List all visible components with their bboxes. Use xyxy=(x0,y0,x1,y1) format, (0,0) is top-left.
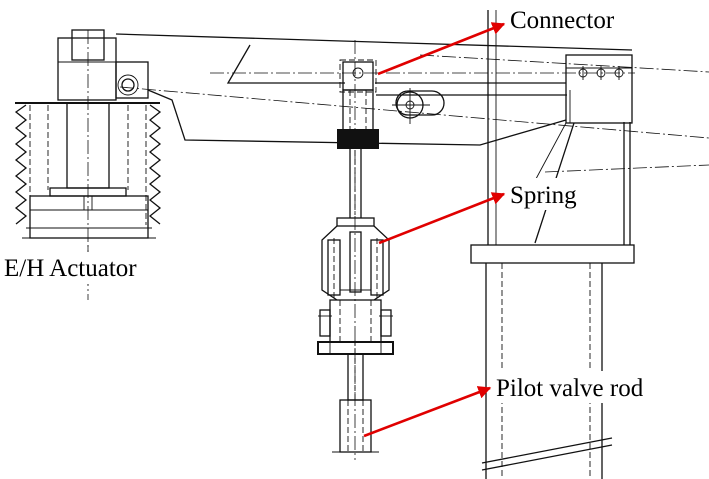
lever-right-bracket xyxy=(565,54,633,124)
connector-part xyxy=(337,59,379,149)
upper-centerline xyxy=(419,54,709,73)
eh-actuator xyxy=(14,29,162,285)
spring-label: Spring xyxy=(510,182,577,209)
annotation-arrows xyxy=(363,22,506,438)
lever-centerline xyxy=(119,86,709,139)
clevis-pin xyxy=(121,78,135,92)
spring-arrow xyxy=(378,192,506,245)
actuator-top-block xyxy=(57,37,117,101)
right-centerline xyxy=(544,164,709,173)
roller-slot xyxy=(395,90,445,116)
centerlines xyxy=(87,30,709,460)
actuator-clevis xyxy=(115,61,149,99)
eh-actuator-label: E/H Actuator xyxy=(4,255,137,282)
spring-bottom-flange xyxy=(317,341,394,355)
pilot-valve-rod-part xyxy=(332,399,379,453)
right-support xyxy=(470,10,635,479)
lever-arm xyxy=(115,33,633,244)
bellows-right xyxy=(148,104,162,225)
pilot-rod-arrow xyxy=(363,386,492,438)
connector-nut xyxy=(337,129,379,149)
connector-label: Connector xyxy=(510,7,615,34)
pilot-rod-body xyxy=(339,399,372,453)
bellows-left xyxy=(14,104,28,225)
actuator-base xyxy=(29,195,149,239)
connector-arrow xyxy=(377,22,506,76)
rod-spring-assembly xyxy=(317,148,394,401)
actuator-cap xyxy=(71,29,105,61)
pilot-valve-rod-label: Pilot valve rod xyxy=(496,375,644,402)
support-crossbar xyxy=(470,244,635,264)
labels: Connector Spring E/H Actuator Pilot valv… xyxy=(0,2,689,403)
connector-block xyxy=(342,61,374,91)
